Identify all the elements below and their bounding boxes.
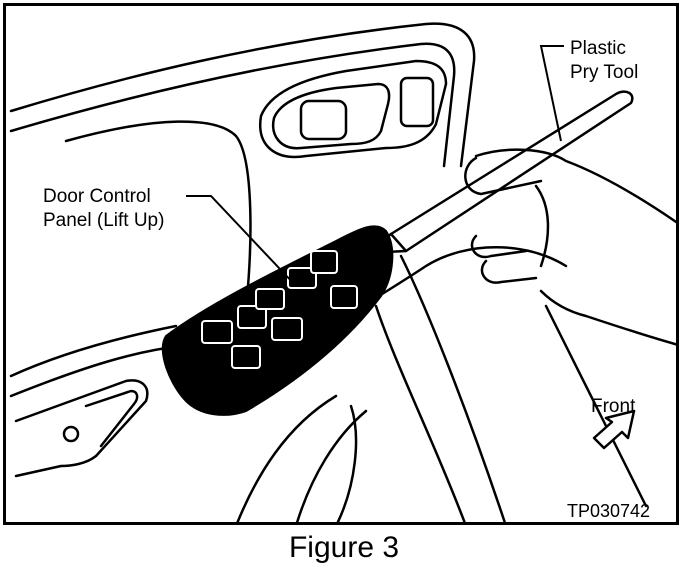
pocket-lip [336, 404, 358, 522]
trim-line-right [399, 254, 506, 522]
front-arrow-icon [592, 409, 636, 450]
figure-frame: Plastic Pry Tool Door Control Panel (Lif… [3, 3, 679, 525]
handle-housing-outer [258, 59, 448, 159]
trim-line-right-2 [374, 304, 466, 522]
hand-outline [474, 148, 676, 346]
lock-switch-up [310, 250, 338, 274]
lower-switch-bezel [14, 379, 149, 478]
door-bottom-curve [236, 394, 338, 522]
panel-lower-contour [64, 120, 252, 308]
armrest-recess [9, 324, 178, 378]
window-switch-rear-right [271, 317, 303, 341]
window-switch-passenger [237, 305, 267, 329]
door-panel-upper-edge-inner [9, 42, 456, 168]
mounting-screw [62, 425, 80, 443]
pry-tool-body [389, 90, 634, 253]
window-lock-switch [255, 288, 285, 310]
leader-plastic-pry-tool [539, 45, 564, 142]
door-bottom-inner [295, 409, 368, 522]
armrest-outer-curve [9, 344, 183, 398]
handle-housing-inner [271, 82, 391, 150]
lower-switch-inner [84, 389, 139, 448]
label-panel-lift-up-line2: Panel (Lift Up) [43, 210, 165, 231]
window-switch-driver [201, 320, 233, 344]
window-switch-rear-left [231, 345, 261, 369]
knuckle-line [534, 184, 550, 268]
lock-switch-down [330, 285, 358, 309]
index-finger [470, 234, 528, 259]
door-panel-illustration [9, 22, 676, 522]
lock-knob [399, 76, 435, 128]
middle-finger [480, 259, 538, 284]
reference-code: TP030742 [567, 501, 651, 521]
door-panel-upper-edge [9, 22, 476, 168]
thumb [464, 156, 543, 196]
label-plastic-line1: Plastic [570, 38, 626, 59]
inner-handle-lever [299, 99, 348, 141]
label-front: Front [591, 396, 636, 417]
leader-door-control-panel [186, 195, 297, 287]
label-door-control-line1: Door Control [43, 186, 151, 207]
trim-line-far [544, 304, 648, 508]
label-pry-tool-line2: Pry Tool [570, 62, 639, 83]
figure-caption: Figure 3 [288, 531, 400, 564]
